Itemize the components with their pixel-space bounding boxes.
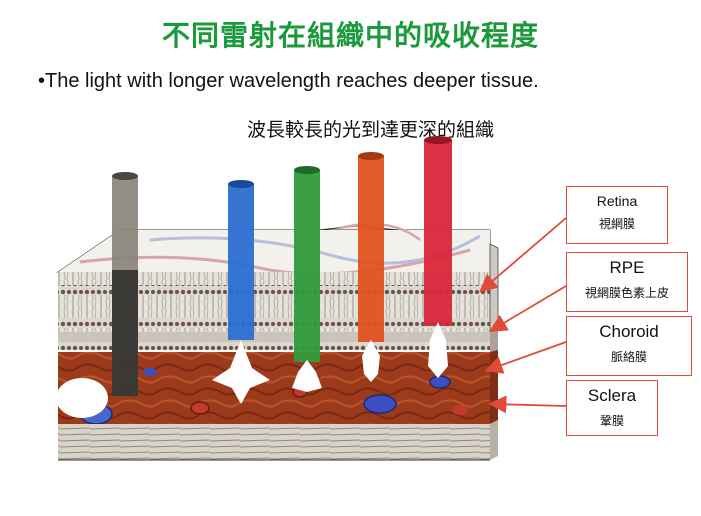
blue-beam bbox=[228, 184, 254, 340]
red-beam-top bbox=[424, 136, 452, 144]
choroid-vessel bbox=[191, 402, 209, 414]
orange-beam-top bbox=[358, 152, 384, 160]
block-side-face bbox=[490, 350, 498, 424]
choroid-label: Choroid 脈絡膜 bbox=[566, 316, 692, 376]
choroid-vessel bbox=[364, 395, 396, 413]
retina-label-en: Retina bbox=[567, 193, 667, 209]
blue-beam-top bbox=[228, 180, 254, 188]
red-beam bbox=[424, 140, 452, 326]
cutaway-gap bbox=[56, 378, 108, 418]
sclera-label: Sclera 鞏膜 bbox=[566, 380, 658, 436]
green-beam bbox=[294, 170, 320, 362]
green-beam-top bbox=[294, 166, 320, 174]
sclera-arrow bbox=[492, 404, 566, 406]
choroid-label-en: Choroid bbox=[567, 322, 691, 342]
retina-label: Retina 視網膜 bbox=[566, 186, 668, 244]
orange-beam bbox=[358, 156, 384, 342]
rpe-label-en: RPE bbox=[567, 258, 687, 278]
choroid-vessel bbox=[452, 405, 468, 415]
block-side-face bbox=[490, 420, 498, 460]
gray-beam-top bbox=[112, 172, 138, 180]
sclera-label-zh: 鞏膜 bbox=[567, 412, 657, 429]
rpe-arrow bbox=[492, 286, 566, 330]
gray-beam-in-tissue bbox=[112, 270, 138, 396]
choroid-vessel bbox=[143, 368, 157, 376]
block-side-face bbox=[490, 330, 498, 352]
choroid-label-zh: 脈絡膜 bbox=[567, 348, 691, 365]
rpe-label: RPE 視網膜色素上皮 bbox=[566, 252, 688, 312]
retina-label-zh: 視網膜 bbox=[567, 215, 667, 232]
sclera-layer bbox=[58, 424, 490, 460]
rpe-label-zh: 視網膜色素上皮 bbox=[567, 284, 687, 301]
sclera-label-en: Sclera bbox=[567, 386, 657, 406]
choroid-arrow bbox=[488, 342, 566, 370]
block-side-face bbox=[490, 244, 498, 332]
choroid-vessel bbox=[430, 376, 450, 388]
